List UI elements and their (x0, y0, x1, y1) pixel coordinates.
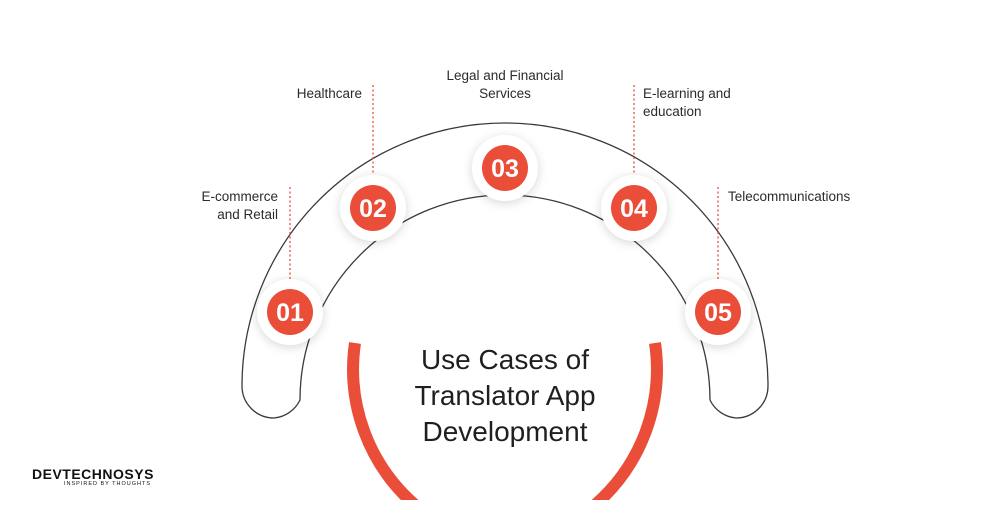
label-01: E-commerce and Retail (201, 188, 278, 224)
label-03: Legal and Financial Services (405, 67, 605, 103)
badge-05: 05 (685, 279, 751, 345)
label-05-line-1: Telecommunications (728, 189, 851, 204)
title-line-2: Translator App (414, 380, 596, 411)
logo-tagline: INSPIRED BY THOUGHTS (64, 481, 152, 487)
badge-02-number: 02 (359, 195, 387, 223)
company-logo: DEVTECHNOSYS INSPIRED BY THOUGHTS (32, 466, 154, 492)
label-04-line-1: E-learning and (643, 86, 731, 101)
logo-wordmark: DEVTECHNOSYS (32, 466, 154, 482)
badge-02: 02 (340, 175, 406, 241)
title-line-3: Development (422, 416, 588, 447)
diagram-title: Use Cases of Translator App Development (370, 342, 640, 450)
label-03-line-1: Legal and Financial (446, 68, 564, 83)
label-05: Telecommunications (728, 188, 850, 206)
label-04-line-2: education (643, 104, 702, 119)
badge-01-number: 01 (276, 299, 304, 327)
badge-01: 01 (257, 279, 323, 345)
label-01-line-2: and Retail (217, 207, 278, 222)
label-03-line-2: Services (479, 86, 531, 101)
label-01-line-1: E-commerce (201, 189, 278, 204)
label-02-line-1: Healthcare (296, 86, 362, 101)
badge-05-number: 05 (704, 299, 732, 327)
label-02: Healthcare (297, 85, 362, 103)
badge-03-number: 03 (491, 155, 519, 183)
inner-red-ring (347, 342, 663, 505)
title-line-1: Use Cases of (420, 344, 590, 375)
badge-04: 04 (601, 175, 667, 241)
badge-04-number: 04 (620, 195, 648, 223)
badge-03: 03 (472, 135, 538, 201)
label-04: E-learning and education (643, 85, 731, 121)
